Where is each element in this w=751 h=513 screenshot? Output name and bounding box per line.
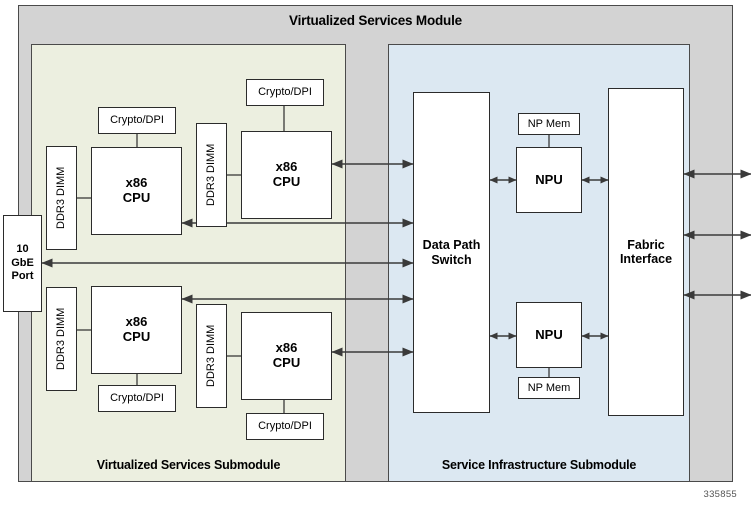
npu-block-bottom[interactable]: NPU [516, 302, 582, 368]
ddr3-dimm-label: DDR3 DIMM [205, 324, 218, 388]
ddr3-dimm-label: DDR3 DIMM [55, 166, 68, 230]
x86-cpu-block-bottom-right[interactable]: x86 CPU [241, 312, 332, 400]
ddr3-dimm-block-bottom-left[interactable]: DDR3 DIMM [46, 287, 77, 391]
np-mem-label: NP Mem [527, 117, 571, 130]
crypto-dpi-block-top-left[interactable]: Crypto/DPI [98, 107, 176, 134]
data-path-switch-label-line2: Switch [431, 252, 472, 267]
ddr3-dimm-label: DDR3 DIMM [205, 143, 218, 207]
crypto-dpi-label: Crypto/DPI [258, 420, 312, 433]
x86-cpu-block-top-left[interactable]: x86 CPU [91, 147, 182, 235]
crypto-dpi-label: Crypto/DPI [258, 86, 312, 99]
np-mem-block-top[interactable]: NP Mem [518, 113, 580, 135]
port-label-line2: GbE [11, 256, 34, 269]
data-path-switch-label-line1: Data Path [422, 238, 481, 253]
fabric-interface-label-line2: Interface [619, 252, 673, 266]
port-label-line3: Port [11, 270, 34, 283]
ddr3-dimm-block-top-left[interactable]: DDR3 DIMM [46, 146, 77, 250]
port-label-line1: 10 [16, 242, 29, 255]
cpu-label-line2: CPU [272, 174, 301, 189]
cpu-label-line2: CPU [272, 355, 301, 370]
fabric-interface-label-line1: Fabric [627, 237, 665, 252]
npu-label: NPU [535, 326, 563, 342]
10-gbe-port-block[interactable]: 10 GbE Port [3, 215, 42, 312]
crypto-dpi-block-bottom-left[interactable]: Crypto/DPI [98, 385, 176, 412]
module-title: Virtualized Services Module [289, 13, 462, 28]
crypto-dpi-block-bottom-right[interactable]: Crypto/DPI [246, 413, 324, 440]
ddr3-dimm-label: DDR3 DIMM [55, 307, 68, 371]
virtualized-services-submodule-label: Virtualized Services Submodule [96, 458, 281, 472]
cpu-label-line1: x86 [125, 175, 148, 191]
x86-cpu-block-bottom-left[interactable]: x86 CPU [91, 286, 182, 374]
np-mem-block-bottom[interactable]: NP Mem [518, 377, 580, 399]
x86-cpu-block-top-right[interactable]: x86 CPU [241, 131, 332, 219]
figure-id-number: 335855 [703, 489, 737, 500]
cpu-label-line1: x86 [275, 159, 298, 175]
cpu-label-line1: x86 [275, 340, 298, 356]
npu-block-top[interactable]: NPU [516, 147, 582, 213]
service-infrastructure-submodule-label: Service Infrastructure Submodule [441, 458, 637, 472]
np-mem-label: NP Mem [527, 381, 571, 394]
cpu-label-line2: CPU [122, 329, 151, 344]
npu-label: NPU [535, 171, 563, 187]
crypto-dpi-label: Crypto/DPI [110, 114, 164, 127]
crypto-dpi-block-top-right[interactable]: Crypto/DPI [246, 79, 324, 106]
fabric-interface-block[interactable]: Fabric Interface [608, 88, 684, 416]
ddr3-dimm-block-bottom-right[interactable]: DDR3 DIMM [196, 304, 227, 408]
ddr3-dimm-block-top-right[interactable]: DDR3 DIMM [196, 123, 227, 227]
cpu-label-line1: x86 [125, 314, 148, 330]
crypto-dpi-label: Crypto/DPI [110, 392, 164, 405]
cpu-label-line2: CPU [122, 190, 151, 205]
data-path-switch-block[interactable]: Data Path Switch [413, 92, 490, 413]
